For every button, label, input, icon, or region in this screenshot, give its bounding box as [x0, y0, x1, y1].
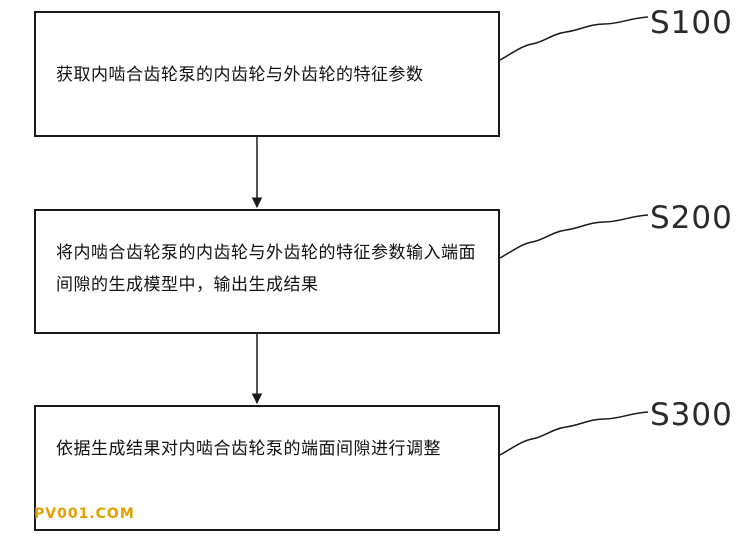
step-text-s100: 获取内啮合齿轮泵的内齿轮与外齿轮的特征参数 [56, 65, 424, 85]
watermark: PV001.COM [34, 506, 135, 522]
step-text-s200: 将内啮合齿轮泵的内齿轮与外齿轮的特征参数输入端面间隙的生成模型中，输出生成结果 [56, 243, 476, 295]
step-label-s300: S300 [650, 397, 733, 433]
step-box-s100: 获取内啮合齿轮泵的内齿轮与外齿轮的特征参数 [34, 11, 500, 137]
leader-s300 [499, 411, 649, 456]
step-label-s200: S200 [650, 200, 733, 236]
step-label-s100: S100 [650, 5, 733, 41]
step-text-s300: 依据生成结果对内啮合齿轮泵的端面间隙进行调整 [56, 439, 441, 459]
leader-s100 [499, 16, 649, 61]
leader-s200 [499, 214, 649, 259]
step-box-s300: 依据生成结果对内啮合齿轮泵的端面间隙进行调整 [34, 405, 500, 531]
step-box-s200: 将内啮合齿轮泵的内齿轮与外齿轮的特征参数输入端面间隙的生成模型中，输出生成结果 [34, 209, 500, 334]
